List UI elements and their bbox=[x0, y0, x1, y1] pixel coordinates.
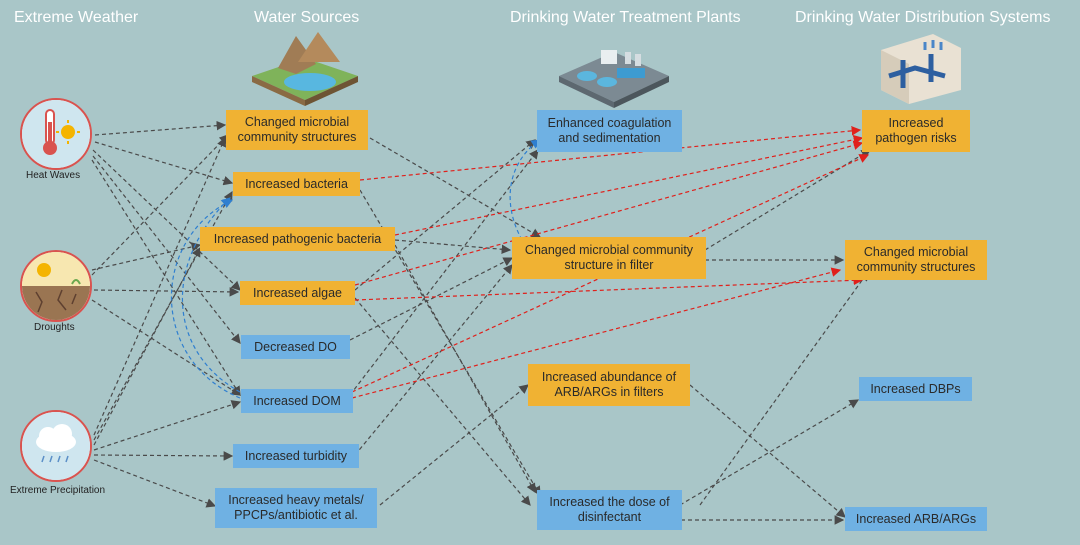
plant-enhanced-coagulation: Enhanced coagulation and sedimentation bbox=[537, 110, 682, 152]
source-heavy-metals: Increased heavy metals/ PPCPs/antibiotic… bbox=[215, 488, 377, 528]
plant-changed-filter-community: Changed microbial community structure in… bbox=[512, 237, 706, 279]
dist-increased-arb-args: Increased ARB/ARGs bbox=[845, 507, 987, 531]
header-extreme-weather: Extreme Weather bbox=[14, 9, 139, 26]
dist-increased-dbps: Increased DBPs bbox=[859, 377, 972, 401]
heat-waves-label: Heat Waves bbox=[26, 170, 81, 181]
source-increased-pathogenic-bacteria: Increased pathogenic bacteria bbox=[200, 227, 395, 251]
header-treatment-plants: Drinking Water Treatment Plants bbox=[510, 9, 741, 26]
header-distribution-systems: Drinking Water Distribution Systems bbox=[795, 9, 1051, 26]
dist-changed-microbial-communities: Changed microbial community structures bbox=[845, 240, 987, 280]
source-increased-dom: Increased DOM bbox=[241, 389, 353, 413]
mountain-lake-icon bbox=[248, 28, 362, 111]
droughts-label: Droughts bbox=[34, 322, 75, 333]
source-increased-turbidity: Increased turbidity bbox=[233, 444, 359, 468]
source-changed-microbial-communities: Changed microbial community structures bbox=[226, 110, 368, 150]
source-decreased-do: Decreased DO bbox=[241, 335, 350, 359]
treatment-plant-icon bbox=[555, 30, 673, 113]
blue-arrows bbox=[170, 139, 541, 399]
extreme-precipitation-label: Extreme Precipitation bbox=[10, 485, 106, 496]
drought-icon bbox=[20, 250, 92, 322]
precipitation-icon bbox=[20, 410, 92, 482]
header-water-sources: Water Sources bbox=[254, 9, 360, 26]
pipe-network-icon bbox=[875, 30, 965, 111]
grey-arrows bbox=[91, 120, 872, 525]
dist-increased-pathogen-risks: Increased pathogen risks bbox=[862, 110, 970, 152]
source-increased-bacteria: Increased bacteria bbox=[233, 172, 360, 196]
heat-waves-icon bbox=[20, 98, 92, 170]
source-increased-algae: Increased algae bbox=[240, 281, 355, 305]
plant-increased-arb-args: Increased abundance of ARB/ARGs in filte… bbox=[528, 364, 690, 406]
plant-increased-disinfectant: Increased the dose of disinfectant bbox=[537, 490, 682, 530]
